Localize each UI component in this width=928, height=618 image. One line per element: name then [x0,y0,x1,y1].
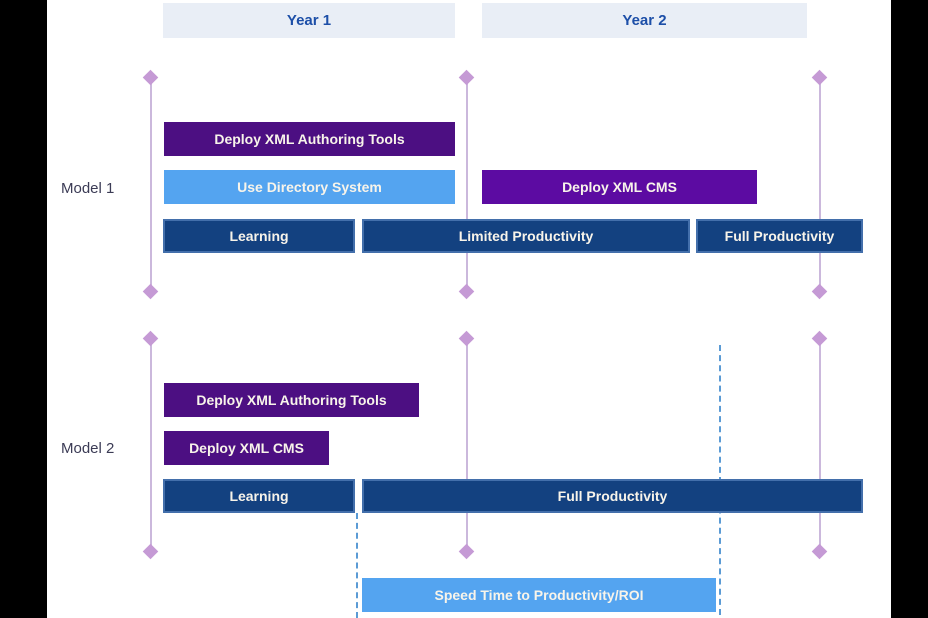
model1-bar-deploy-xml-authoring-tools: Deploy XML Authoring Tools [164,122,455,156]
bar-label: Use Directory System [237,179,382,195]
model2-milestone-line-start [150,338,152,552]
model1-milestone-line-end [819,77,821,292]
model2-bar-deploy-xml-cms: Deploy XML CMS [164,431,329,465]
model2-bar-full-productivity: Full Productivity [362,479,863,513]
bar-label: Deploy XML CMS [189,440,304,456]
letterbox-left [0,0,47,618]
model2-bar-deploy-xml-authoring-tools: Deploy XML Authoring Tools [164,383,419,417]
bar-label: Full Productivity [724,228,835,244]
model1-label: Model 1 [61,180,115,197]
model1-bar-deploy-xml-cms: Deploy XML CMS [482,170,757,204]
speed-region-dashed-line-left [356,513,358,618]
bar-label: Deploy XML Authoring Tools [196,392,387,408]
year2-header: Year 2 [482,3,807,38]
model2-milestone-line-middle [466,338,468,552]
model1-bar-limited-productivity: Limited Productivity [362,219,690,253]
bar-label: Learning [229,488,289,504]
model2-label: Model 2 [61,440,115,457]
model2-bar-learning: Learning [163,479,355,513]
bar-label: Full Productivity [557,488,668,504]
bar-label: Limited Productivity [458,228,594,244]
model1-bar-learning: Learning [163,219,355,253]
speed-time-to-productivity-bar: Speed Time to Productivity/ROI [362,578,716,612]
model1-bar-full-productivity: Full Productivity [696,219,863,253]
year1-label: Year 1 [286,12,332,29]
bar-label: Learning [229,228,289,244]
model1-milestone-line-middle [466,77,468,292]
bar-label: Deploy XML Authoring Tools [214,131,405,147]
letterbox-right [891,0,928,618]
model1-milestone-line-start [150,77,152,292]
year2-label: Year 2 [622,12,667,29]
year1-header: Year 1 [163,3,455,38]
model2-milestone-line-end [819,338,821,552]
bar-label: Deploy XML CMS [562,179,677,195]
model1-bar-use-directory-system: Use Directory System [164,170,455,204]
bar-label: Speed Time to Productivity/ROI [434,587,644,603]
